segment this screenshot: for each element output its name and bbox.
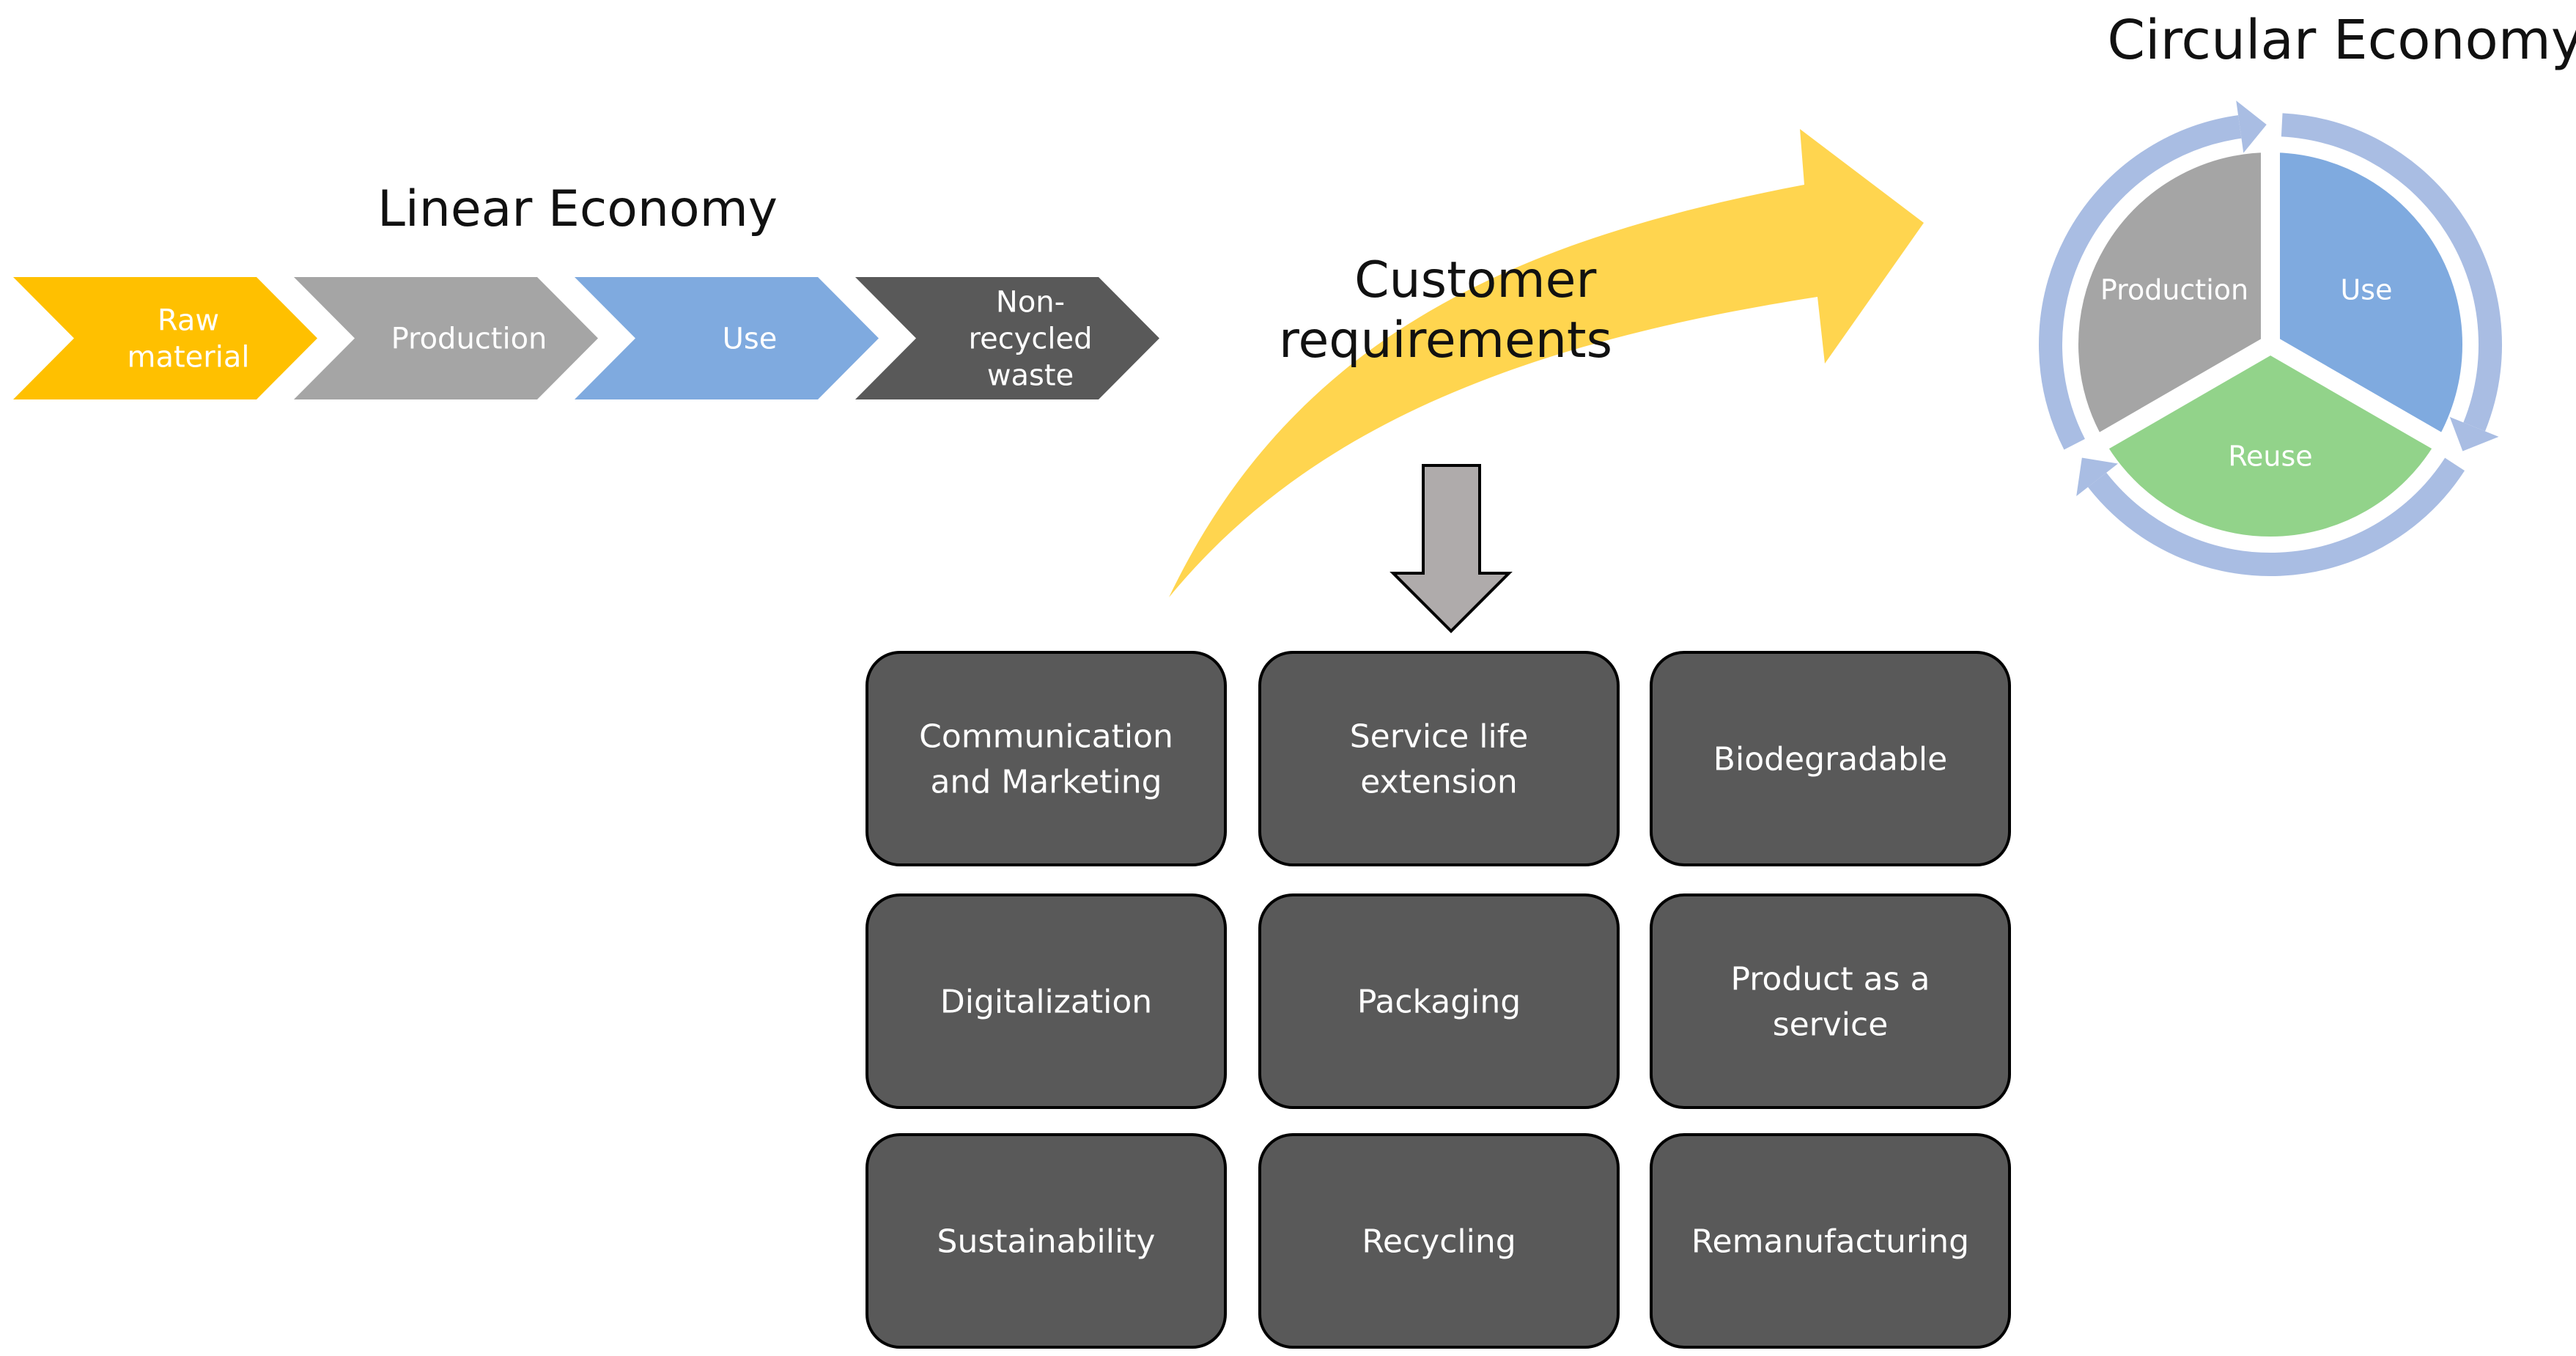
cycle-arrow	[2281, 113, 2502, 432]
requirement-box: Digitalization	[866, 893, 1227, 1109]
transition-arrow	[1169, 129, 1924, 597]
arrowhead-icon	[2076, 457, 2118, 496]
requirement-box: Packaging	[1258, 893, 1620, 1109]
chevron-shape	[294, 277, 598, 399]
flow-step-label: Production	[391, 323, 547, 356]
cycle-arrow	[2088, 457, 2465, 576]
requirement-label: Packaging	[1357, 983, 1521, 1020]
flow-step: Use	[575, 277, 879, 399]
requirement-label: Recycling	[1362, 1223, 1516, 1260]
requirement-label: Digitalization	[940, 983, 1152, 1020]
chevron-shape	[575, 277, 879, 399]
requirement-box: Recycling	[1258, 1133, 1620, 1349]
requirement-label: Sustainability	[937, 1223, 1156, 1260]
segment-label: Reuse	[2228, 440, 2312, 472]
cycle-segment: Production	[2039, 100, 2280, 459]
arrowhead-icon	[2236, 100, 2267, 153]
segment-label: Production	[2100, 273, 2248, 306]
customer-requirements-label: Customer requirements	[1279, 251, 1612, 369]
requirement-box: Biodegradable	[1650, 651, 2011, 866]
cycle-arrow	[2039, 115, 2242, 450]
flow-step: Production	[294, 277, 598, 399]
flow-step-label: Use	[723, 323, 778, 356]
requirement-label: Remanufacturing	[1691, 1223, 1969, 1260]
requirement-box: Remanufacturing	[1650, 1133, 2011, 1349]
down-arrow-icon	[1390, 464, 1513, 633]
chevron-shape	[13, 277, 317, 399]
requirement-label: Biodegradable	[1713, 740, 1947, 778]
linear-economy-title: Linear Economy	[377, 180, 778, 238]
circular-economy-title: Circular Economy	[2107, 9, 2576, 72]
chevron-shape	[855, 277, 1159, 399]
segment-label: Use	[2340, 273, 2392, 306]
requirement-box: Sustainability	[866, 1133, 1227, 1349]
arrowhead-icon	[2449, 416, 2499, 452]
